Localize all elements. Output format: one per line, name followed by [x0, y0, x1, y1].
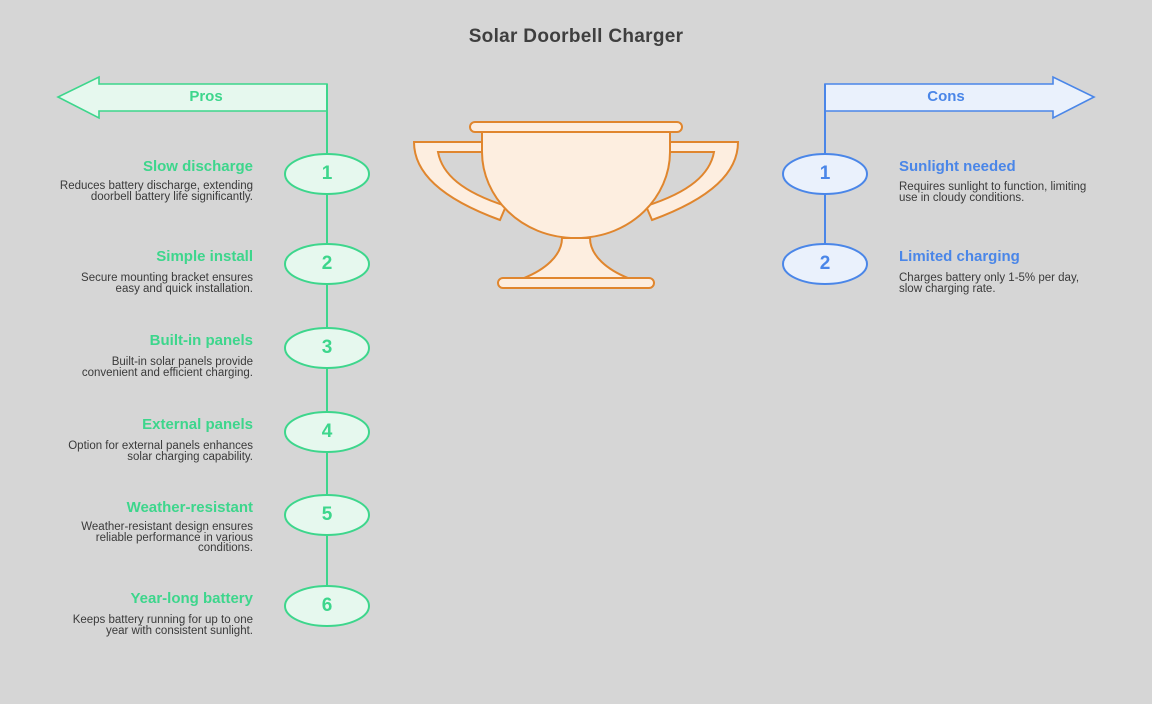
- pros-item-3-description: Built-in solar panels provide convenient…: [81, 356, 253, 379]
- pros-marker-4: [284, 411, 370, 453]
- cons-item-1-description: Requires sunlight to function, limiting …: [899, 181, 1087, 204]
- pros-marker-1: [284, 153, 370, 195]
- pros-item-6-title: Year-long battery: [130, 590, 253, 607]
- pros-item-1-title: Slow discharge: [142, 158, 253, 175]
- pros-item-3-title: Built-in panels: [149, 332, 253, 349]
- cons-marker-1: [782, 153, 868, 195]
- pros-label: Pros: [189, 88, 223, 105]
- pros-number-1: 1: [321, 163, 333, 184]
- pros-marker-2: [284, 243, 370, 285]
- pros-number-4: 4: [321, 421, 333, 442]
- pros-number-2: 2: [321, 253, 333, 274]
- cons-number-2: 2: [819, 253, 831, 274]
- cons-number-1: 1: [819, 163, 831, 184]
- pros-item-4-title: External panels: [142, 416, 253, 433]
- trophy-icon: [412, 121, 740, 289]
- pros-number-3: 3: [321, 337, 333, 358]
- pros-item-2-title: Simple install: [156, 248, 253, 265]
- pros-item-5-title: Weather-resistant: [126, 499, 253, 516]
- pros-number-6: 6: [321, 595, 333, 616]
- cons-label: Cons: [927, 88, 965, 105]
- pros-item-6-description: Keeps battery running for up to one year…: [72, 614, 253, 637]
- pros-item-5-description: Weather-resistant design ensures reliabl…: [81, 521, 253, 554]
- cons-arrow: [824, 75, 1096, 120]
- pros-item-1-description: Reduces battery discharge, extending doo…: [59, 180, 253, 203]
- pros-number-5: 5: [321, 504, 333, 525]
- cons-item-2-description: Charges battery only 1-5% per day, slow …: [899, 272, 1080, 295]
- pros-marker-5: [284, 494, 370, 536]
- pros-item-2-description: Secure mounting bracket ensures easy and…: [81, 272, 253, 295]
- diagram-title: Solar Doorbell Charger: [468, 26, 684, 47]
- pros-item-4-description: Option for external panels enhances sola…: [68, 440, 253, 463]
- pros-marker-3: [284, 327, 370, 369]
- pros-arrow: [56, 75, 328, 120]
- cons-item-1-title: Sunlight needed: [899, 158, 1016, 175]
- pros-marker-6: [284, 585, 370, 627]
- cons-marker-2: [782, 243, 868, 285]
- cons-item-2-title: Limited charging: [899, 248, 1020, 265]
